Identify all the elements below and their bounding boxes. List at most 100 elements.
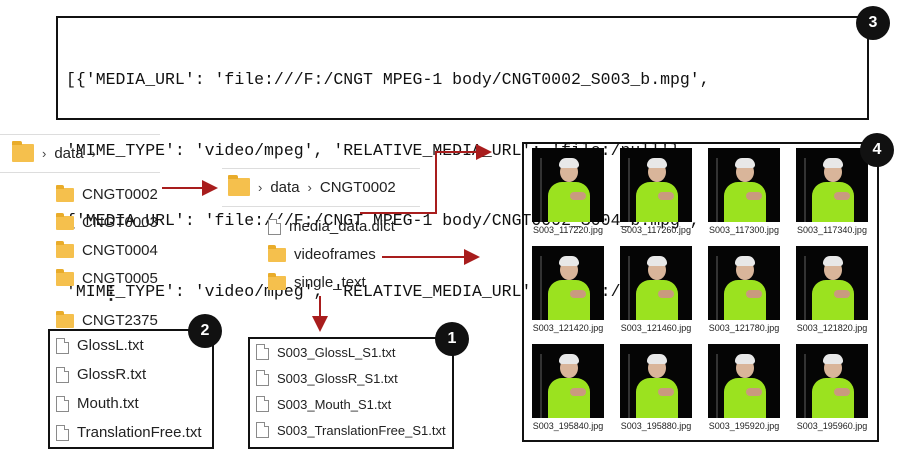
folder-item-cngt0004[interactable]: CNGT0004 bbox=[56, 240, 158, 259]
frame-image bbox=[532, 148, 604, 222]
frame-image bbox=[796, 344, 868, 418]
frame-image bbox=[796, 148, 868, 222]
root-breadcrumb[interactable]: › data › bbox=[12, 141, 104, 162]
file-label: S003_GlossL_S1.txt bbox=[277, 344, 396, 360]
frame-thumbnail[interactable]: S003_121780.jpg bbox=[704, 246, 784, 333]
file-icon bbox=[268, 218, 281, 235]
folder-item-videoframes[interactable]: videoframes bbox=[268, 244, 376, 263]
file-icon bbox=[56, 395, 69, 412]
frame-image bbox=[708, 246, 780, 320]
frame-thumbnail[interactable]: S003_121420.jpg bbox=[528, 246, 608, 333]
subfolder-breadcrumb[interactable]: › data › CNGT0002 bbox=[228, 175, 396, 196]
frame-thumbnail[interactable]: S003_117300.jpg bbox=[704, 148, 784, 235]
video-frames-grid: S003_117220.jpg S003_117260.jpg S003_11730… bbox=[522, 142, 879, 442]
folder-icon bbox=[268, 272, 286, 290]
folder-icon bbox=[228, 175, 250, 196]
file-item-glossl[interactable]: GlossL.txt bbox=[56, 337, 144, 354]
frame-caption: S003_195960.jpg bbox=[796, 421, 868, 431]
breadcrumb-data[interactable]: data bbox=[54, 144, 84, 162]
folder-label: CNGT2375 bbox=[82, 312, 158, 329]
folder-label: videoframes bbox=[294, 246, 376, 263]
folder-icon bbox=[56, 184, 74, 202]
frame-image bbox=[532, 246, 604, 320]
chevron-right-icon: › bbox=[258, 179, 263, 195]
folder-icon bbox=[56, 268, 74, 286]
folder-label: CNGT0003 bbox=[82, 214, 158, 231]
chevron-right-icon: › bbox=[307, 179, 312, 195]
frame-caption: S003_121820.jpg bbox=[796, 323, 868, 333]
frame-caption: S003_121460.jpg bbox=[620, 323, 692, 333]
file-label: S003_Mouth_S1.txt bbox=[277, 396, 392, 412]
file-icon bbox=[56, 337, 69, 354]
folder-item-cngt0002[interactable]: CNGT0002 bbox=[56, 184, 158, 203]
badge-1: 1 bbox=[435, 322, 469, 356]
folder-label: CNGT0002 bbox=[82, 186, 158, 203]
frame-image bbox=[708, 148, 780, 222]
frame-thumbnail[interactable]: S003_121820.jpg bbox=[792, 246, 872, 333]
arrow-to-code-block bbox=[360, 144, 492, 214]
frame-thumbnail[interactable]: S003_195880.jpg bbox=[616, 344, 696, 431]
folder-icon bbox=[56, 310, 74, 328]
file-item-s003-translationfree[interactable]: S003_TranslationFree_S1.txt bbox=[256, 422, 446, 438]
frame-caption: S003_195880.jpg bbox=[620, 421, 692, 431]
folder-icon bbox=[12, 141, 34, 162]
frame-image bbox=[532, 344, 604, 418]
folder-item-cngt2375[interactable]: CNGT2375 bbox=[56, 310, 158, 329]
file-label: media_data.dict bbox=[289, 218, 395, 235]
file-item-s003-glossl[interactable]: S003_GlossL_S1.txt bbox=[256, 344, 396, 360]
file-icon bbox=[56, 424, 69, 441]
file-item-s003-glossr[interactable]: S003_GlossR_S1.txt bbox=[256, 370, 398, 386]
folder-label: CNGT0004 bbox=[82, 242, 158, 259]
file-item-translationfree[interactable]: TranslationFree.txt bbox=[56, 424, 202, 441]
ellipsis-vertical: ⋮ bbox=[102, 283, 120, 303]
file-label: GlossR.txt bbox=[77, 366, 147, 383]
folder-icon bbox=[56, 240, 74, 258]
file-icon bbox=[56, 366, 69, 383]
breadcrumb-data[interactable]: data bbox=[270, 178, 300, 196]
video-frames-box bbox=[522, 142, 879, 442]
frame-caption: S003_117220.jpg bbox=[533, 225, 603, 235]
file-item-glossr[interactable]: GlossR.txt bbox=[56, 366, 146, 383]
file-label: TranslationFree.txt bbox=[77, 424, 202, 441]
frame-thumbnail[interactable]: S003_195960.jpg bbox=[792, 344, 872, 431]
folder-icon bbox=[268, 244, 286, 262]
frame-thumbnail[interactable]: S003_117260.jpg bbox=[616, 148, 696, 235]
single-text-files-box bbox=[248, 337, 454, 449]
folder-label: single_text bbox=[294, 274, 366, 291]
folder-item-cngt0005[interactable]: CNGT0005 bbox=[56, 268, 158, 287]
frame-thumbnail[interactable]: S003_195920.jpg bbox=[704, 344, 784, 431]
frame-thumbnail[interactable]: S003_117220.jpg bbox=[528, 148, 608, 235]
file-label: GlossL.txt bbox=[77, 337, 144, 354]
frame-thumbnail[interactable]: S003_121460.jpg bbox=[616, 246, 696, 333]
frame-caption: S003_117340.jpg bbox=[797, 225, 867, 235]
folder-item-single-text[interactable]: single_text bbox=[268, 272, 366, 291]
frame-caption: S003_121420.jpg bbox=[532, 323, 604, 333]
file-label: S003_TranslationFree_S1.txt bbox=[277, 422, 446, 438]
file-item-media-data[interactable]: media_data.dict bbox=[268, 218, 395, 235]
folder-label: CNGT0005 bbox=[82, 270, 158, 287]
frame-image bbox=[620, 148, 692, 222]
folder-item-cngt0003[interactable]: CNGT0003 bbox=[56, 212, 158, 231]
file-icon bbox=[256, 396, 269, 412]
badge-4: 4 bbox=[860, 133, 894, 167]
media-data-code-block: [{'MEDIA_URL': 'file:///F:/CNGT MPEG-1 b… bbox=[56, 16, 869, 301]
badge-3: 3 bbox=[856, 6, 890, 40]
frame-thumbnail[interactable]: S003_117340.jpg bbox=[792, 148, 872, 235]
breadcrumb-cngt0002[interactable]: CNGT0002 bbox=[319, 178, 396, 196]
chevron-right-icon: › bbox=[42, 145, 47, 161]
file-item-s003-mouth[interactable]: S003_Mouth_S1.txt bbox=[256, 396, 391, 412]
file-item-mouth[interactable]: Mouth.txt bbox=[56, 395, 139, 412]
file-label: S003_GlossR_S1.txt bbox=[277, 370, 398, 386]
frame-thumbnail[interactable]: S003_195840.jpg bbox=[528, 344, 608, 431]
badge-2: 2 bbox=[188, 314, 222, 348]
frame-image bbox=[620, 344, 692, 418]
frame-image bbox=[708, 344, 780, 418]
frame-caption: S003_121780.jpg bbox=[708, 323, 780, 333]
code-line: [{'MEDIA_URL': 'file:///F:/CNGT MPEG-1 b… bbox=[66, 70, 710, 89]
chevron-right-icon: › bbox=[91, 145, 96, 161]
file-icon bbox=[256, 422, 269, 438]
frame-image bbox=[796, 246, 868, 320]
frame-caption: S003_117300.jpg bbox=[709, 225, 779, 235]
folder-icon bbox=[56, 212, 74, 230]
frame-caption: S003_117260.jpg bbox=[621, 225, 691, 235]
